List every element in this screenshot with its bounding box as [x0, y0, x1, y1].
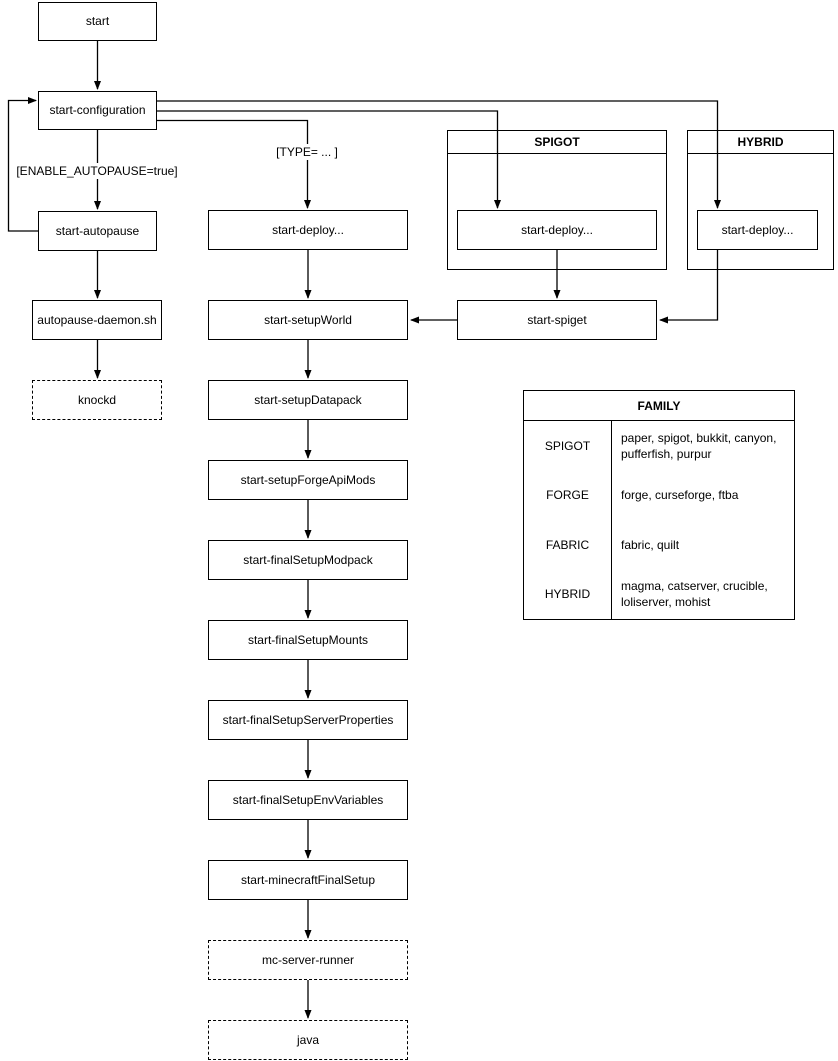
edge-label-type: [TYPE= ... ]: [273, 144, 341, 160]
family-table-row: SPIGOT paper, spigot, bukkit, canyon, pu…: [524, 421, 794, 471]
family-types-cell: fabric, quilt: [621, 537, 680, 552]
edge-hybriddeploy-to-spiget: [659, 250, 719, 324]
family-name-cell: FORGE: [524, 470, 612, 520]
family-name-cell: SPIGOT: [524, 421, 612, 471]
node-start-configuration: start-configuration: [38, 91, 157, 130]
node-knockd: knockd: [32, 380, 162, 420]
node-start-final-setup-server-properties: start-finalSetupServerProperties: [208, 700, 408, 740]
family-types-cell: magma, catserver, crucible, loliserver, …: [621, 579, 768, 610]
node-start-setup-datapack: start-setupDatapack: [208, 380, 408, 420]
family-table: FAMILY SPIGOT paper, spigot, bukkit, can…: [523, 390, 795, 620]
family-name-cell: HYBRID: [524, 569, 612, 619]
edge-configuration-to-spigot-deploy: [157, 110, 501, 209]
spigot-group-title: SPIGOT: [448, 131, 666, 154]
family-name-cell: FABRIC: [524, 520, 612, 570]
node-start-autopause: start-autopause: [38, 211, 157, 251]
hybrid-group-container: HYBRID: [687, 130, 834, 270]
family-table-body: SPIGOT paper, spigot, bukkit, canyon, pu…: [524, 421, 794, 619]
family-types-cell: paper, spigot, bukkit, canyon, pufferfis…: [621, 430, 777, 461]
node-mc-server-runner: mc-server-runner: [208, 940, 408, 980]
node-start-setup-world: start-setupWorld: [208, 300, 408, 340]
node-start-final-setup-mounts: start-finalSetupMounts: [208, 620, 408, 660]
edge-configuration-to-deploy: [157, 119, 311, 209]
family-table-row: FABRIC fabric, quilt: [524, 520, 794, 570]
family-table-row: HYBRID magma, catserver, crucible, lolis…: [524, 569, 794, 619]
node-start-deploy: start-deploy...: [208, 210, 408, 250]
node-start-setup-forge-api-mods: start-setupForgeApiMods: [208, 460, 408, 500]
hybrid-group-title: HYBRID: [688, 131, 833, 154]
edge-configuration-to-hybrid-deploy: [157, 100, 721, 209]
family-types-cell: forge, curseforge, ftba: [621, 488, 739, 503]
family-table-row: FORGE forge, curseforge, ftba: [524, 470, 794, 520]
node-start-minecraft-final-setup: start-minecraftFinalSetup: [208, 860, 408, 900]
node-start: start: [38, 2, 157, 41]
family-table-title: FAMILY: [524, 391, 794, 421]
node-start-final-setup-modpack: start-finalSetupModpack: [208, 540, 408, 580]
node-start-spiget: start-spiget: [457, 300, 657, 340]
node-java: java: [208, 1020, 408, 1060]
node-autopause-daemon: autopause-daemon.sh: [32, 300, 162, 340]
node-start-final-setup-env-variables: start-finalSetupEnvVariables: [208, 780, 408, 820]
edge-autopause-loop-to-configuration: [7, 97, 38, 232]
edge-label-enable-autopause: [ENABLE_AUTOPAUSE=true]: [13, 163, 181, 179]
node-hybrid-start-deploy: start-deploy...: [697, 210, 818, 250]
node-spigot-start-deploy: start-deploy...: [457, 210, 657, 250]
